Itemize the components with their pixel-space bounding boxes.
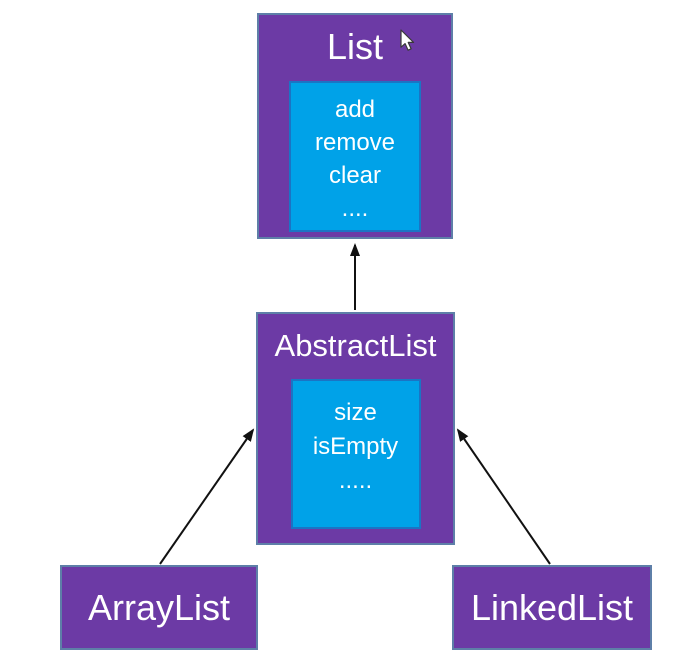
class-box-arraylist: ArrayList: [60, 565, 258, 650]
class-title-abstractlist: AbstractList: [274, 327, 437, 363]
member-item: add: [334, 96, 376, 123]
arrow-arraylist-to-abstractlist: [159, 428, 255, 565]
member-item: ....: [341, 195, 369, 222]
class-title-list: List: [326, 26, 384, 67]
member-item: size: [334, 399, 377, 426]
class-title-linkedlist: LinkedList: [470, 586, 634, 628]
class-box-list: List add remove clear ....: [257, 13, 453, 239]
member-list-abstractlist: size isEmpty .....: [290, 379, 421, 529]
member-item: remove: [314, 129, 396, 156]
member-list-list: add remove clear ....: [289, 81, 421, 232]
class-box-abstractlist: AbstractList size isEmpty .....: [256, 312, 455, 545]
member-item: isEmpty: [312, 433, 399, 460]
class-title-arraylist: ArrayList: [87, 586, 231, 628]
arrow-linkedlist-to-abstractlist: [456, 428, 551, 565]
member-item: .....: [338, 467, 373, 494]
class-box-linkedlist: LinkedList: [452, 565, 652, 650]
member-item: clear: [328, 162, 382, 189]
